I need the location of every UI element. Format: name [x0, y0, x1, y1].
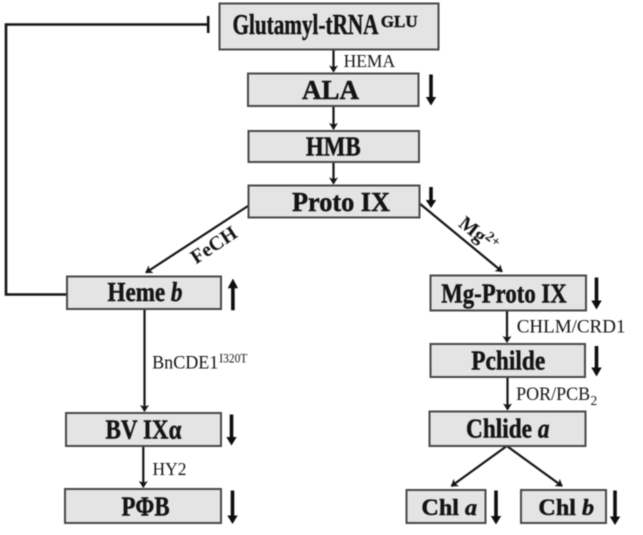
svg-text:POR/PCB: POR/PCB	[516, 385, 590, 406]
svg-text:HY2: HY2	[153, 459, 187, 479]
svg-text:Chl b: Chl b	[538, 495, 594, 520]
svg-text:Chlide a: Chlide a	[466, 415, 549, 444]
svg-text:HEMA: HEMA	[344, 51, 396, 71]
svg-text:HMB: HMB	[306, 133, 361, 162]
svg-text:BV IXα: BV IXα	[106, 416, 182, 445]
svg-text:I320T: I320T	[219, 351, 248, 366]
svg-text:PΦB: PΦB	[121, 493, 169, 522]
svg-text:Chl a: Chl a	[421, 495, 477, 520]
svg-text:Pchilde: Pchilde	[471, 347, 545, 376]
svg-text:Heme b: Heme b	[108, 278, 183, 307]
svg-text:Mg-Proto IX: Mg-Proto IX	[441, 280, 566, 309]
svg-text:BnCDE1: BnCDE1	[152, 352, 218, 374]
svg-text:GLU: GLU	[381, 12, 418, 31]
svg-text:CHLM/CRD1: CHLM/CRD1	[517, 317, 626, 338]
svg-text:ALA: ALA	[302, 75, 360, 105]
svg-text:Proto IX: Proto IX	[292, 187, 390, 217]
svg-text:2: 2	[591, 393, 598, 408]
svg-text:Glutamyl-tRNA: Glutamyl-tRNA	[233, 10, 379, 40]
